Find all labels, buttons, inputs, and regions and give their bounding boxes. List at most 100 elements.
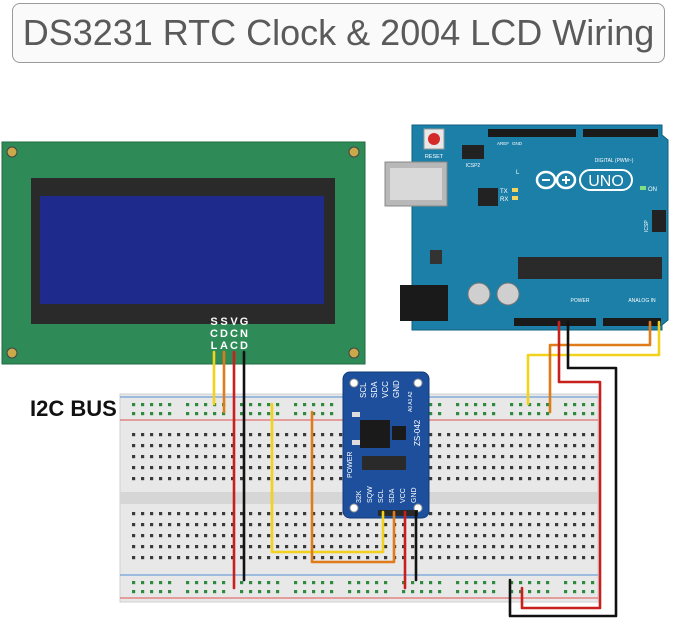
breadboard-hole — [285, 556, 289, 560]
rtc-pin-header — [378, 510, 418, 516]
breadboard-hole — [483, 455, 487, 459]
breadboard-hole — [519, 477, 523, 481]
breadboard-hole — [591, 455, 595, 459]
breadboard-hole — [528, 556, 532, 560]
breadboard-hole — [204, 545, 208, 549]
ds3231-rtc: SCL SDA VCC GND ZS-042 A0 A1 A2 POWER 32… — [342, 371, 430, 519]
breadboard-hole — [204, 590, 208, 594]
rtc-smd-parts — [362, 456, 406, 470]
breadboard-hole — [141, 590, 145, 594]
breadboard-hole — [330, 581, 334, 585]
breadboard-hole — [420, 590, 424, 594]
breadboard-hole — [186, 556, 190, 560]
breadboard-hole — [501, 455, 505, 459]
breadboard-hole — [294, 512, 298, 516]
breadboard-hole — [510, 512, 514, 516]
breadboard-hole — [312, 523, 316, 527]
breadboard-hole — [294, 534, 298, 538]
breadboard-hole — [537, 523, 541, 527]
breadboard-hole — [492, 433, 496, 437]
breadboard-hole — [339, 477, 343, 481]
breadboard-hole — [465, 477, 469, 481]
arduino-logo-icon — [535, 170, 577, 190]
breadboard-hole — [321, 455, 325, 459]
breadboard-hole — [456, 412, 460, 416]
breadboard-hole — [204, 534, 208, 538]
breadboard-hole — [303, 512, 307, 516]
breadboard-hole — [141, 466, 145, 470]
breadboard-hole — [492, 512, 496, 516]
breadboard-hole — [213, 581, 217, 585]
led-rx-icon — [512, 196, 518, 200]
digital-label: DIGITAL (PWM~) — [595, 158, 634, 164]
breadboard-hole — [177, 466, 181, 470]
breadboard-hole — [474, 556, 478, 560]
breadboard-hole — [159, 412, 163, 416]
breadboard-hole — [564, 534, 568, 538]
breadboard-hole — [357, 523, 361, 527]
breadboard-hole — [474, 590, 478, 594]
breadboard-hole — [267, 466, 271, 470]
rtc-bottom-pin-sda: SDA — [389, 488, 396, 503]
breadboard-hole — [159, 523, 163, 527]
breadboard-hole — [591, 590, 595, 594]
breadboard-hole — [384, 545, 388, 549]
breadboard-hole — [519, 534, 523, 538]
breadboard-hole — [195, 590, 199, 594]
breadboard-hole — [519, 433, 523, 437]
breadboard-hole — [321, 512, 325, 516]
breadboard-hole — [231, 556, 235, 560]
breadboard-hole — [438, 545, 442, 549]
breadboard-hole — [429, 534, 433, 538]
breadboard-hole — [492, 534, 496, 538]
breadboard-hole — [456, 534, 460, 538]
breadboard-hole — [366, 523, 370, 527]
breadboard-hole — [177, 477, 181, 481]
breadboard-hole — [267, 444, 271, 448]
breadboard-hole — [501, 512, 505, 516]
breadboard-hole — [312, 534, 316, 538]
breadboard-hole — [204, 444, 208, 448]
breadboard-hole — [564, 581, 568, 585]
breadboard-hole — [159, 545, 163, 549]
breadboard-hole — [267, 403, 271, 407]
breadboard-hole — [528, 477, 532, 481]
breadboard-hole — [132, 556, 136, 560]
breadboard-hole — [276, 534, 280, 538]
breadboard-hole — [474, 534, 478, 538]
breadboard-hole — [348, 534, 352, 538]
breadboard-hole — [231, 455, 235, 459]
breadboard-hole — [465, 556, 469, 560]
breadboard-hole — [132, 466, 136, 470]
breadboard-hole — [537, 581, 541, 585]
breadboard-hole — [177, 444, 181, 448]
breadboard-hole — [168, 466, 172, 470]
arduino-uno: RESET ICSP2 AREF GND DIGITAL (PWM~) UNO … — [384, 124, 669, 331]
rtc-power-label: POWER — [347, 452, 354, 478]
breadboard-hole — [474, 466, 478, 470]
breadboard-hole — [159, 581, 163, 585]
breadboard-hole — [465, 412, 469, 416]
breadboard-hole — [177, 455, 181, 459]
breadboard-hole — [384, 581, 388, 585]
breadboard-hole — [330, 403, 334, 407]
lcd-pin-2-mid: D — [220, 328, 228, 340]
breadboard-hole — [204, 412, 208, 416]
breadboard-hole — [429, 412, 433, 416]
breadboard-hole — [447, 556, 451, 560]
breadboard-hole — [312, 590, 316, 594]
mount-hole-icon — [6, 347, 18, 359]
i2c-bus-label: I2C BUS — [30, 396, 117, 421]
breadboard-hole — [528, 590, 532, 594]
lcd-pin-3-bot: C — [230, 340, 238, 352]
breadboard-hole — [528, 581, 532, 585]
breadboard-hole — [258, 433, 262, 437]
breadboard-hole — [573, 590, 577, 594]
breadboard-hole — [429, 581, 433, 585]
power-jack — [400, 285, 448, 321]
breadboard-hole — [447, 523, 451, 527]
diagram-title: DS3231 RTC Clock & 2004 LCD Wiring — [22, 12, 655, 53]
breadboard-hole — [456, 512, 460, 516]
breadboard-hole — [303, 556, 307, 560]
